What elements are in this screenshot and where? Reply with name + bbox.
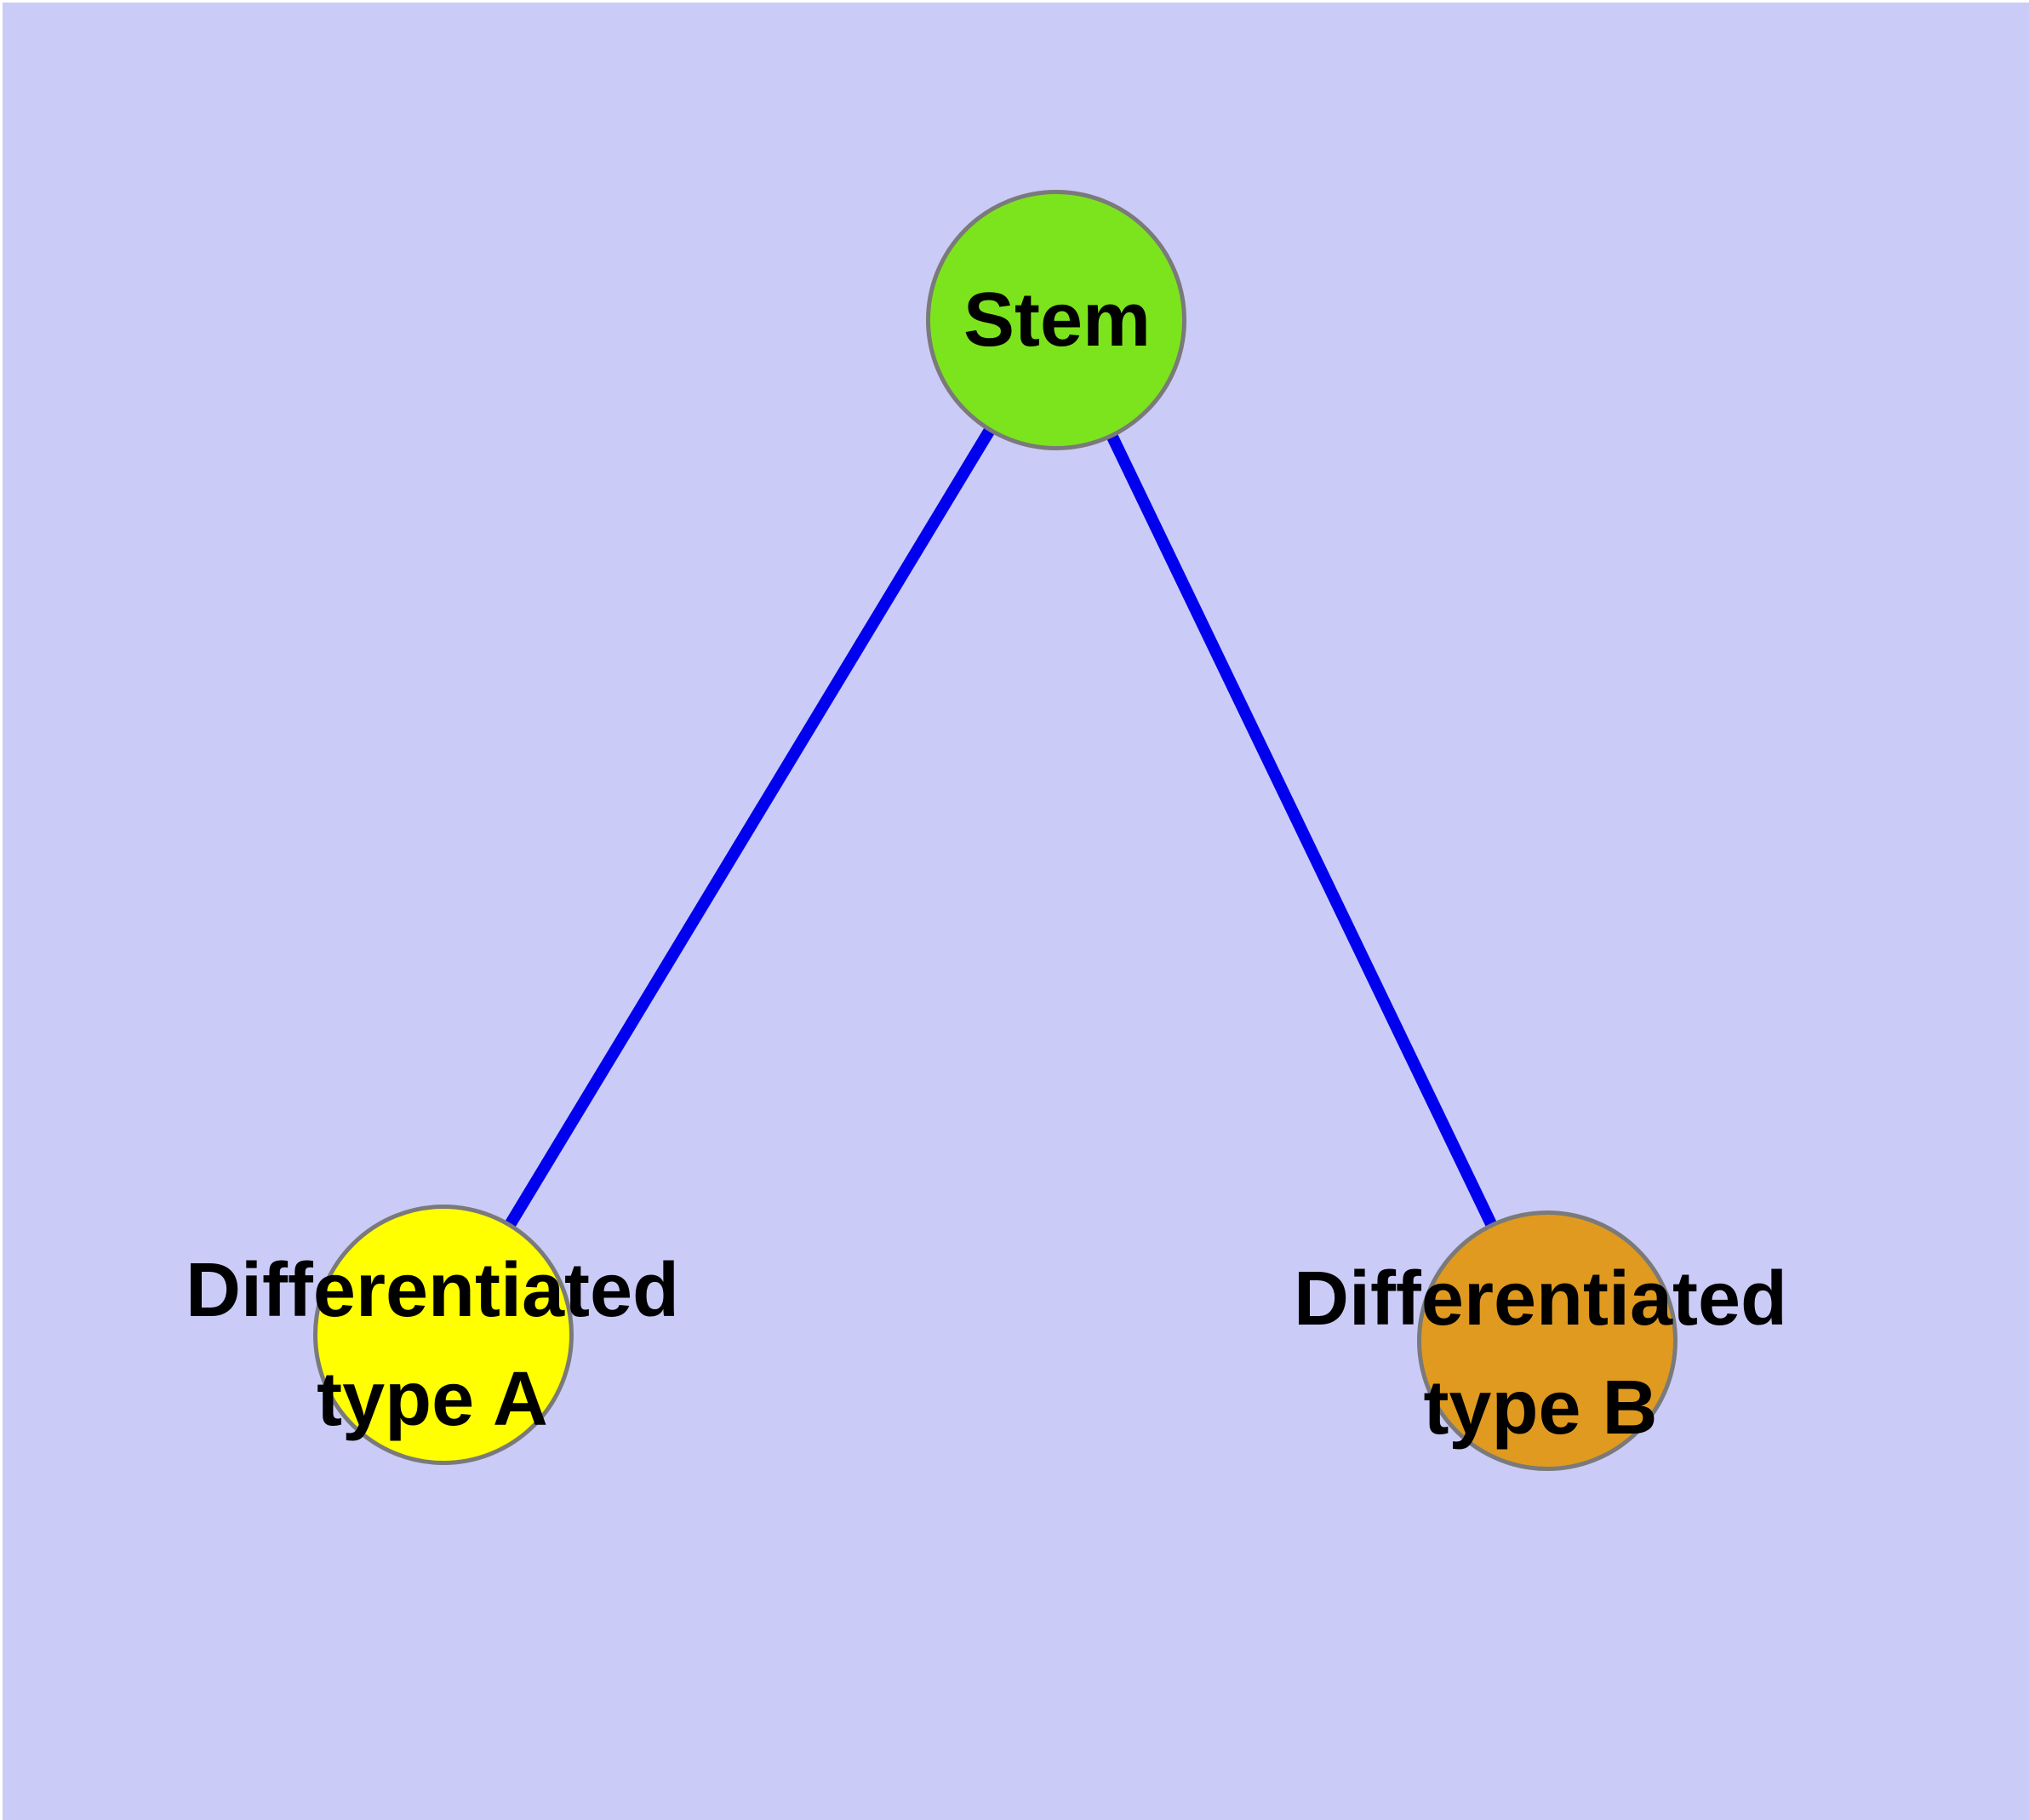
node-stem-label: Stem xyxy=(963,278,1152,363)
graph-canvas: Stem Differentiated type A Differentiate… xyxy=(3,3,2029,1820)
node-differentiated-type-b-label: Differentiated type B xyxy=(1293,1256,1788,1451)
node-differentiated-type-a[interactable] xyxy=(313,1205,574,1465)
node-stem[interactable] xyxy=(926,190,1186,450)
edges-layer xyxy=(438,317,1553,1344)
node-differentiated-type-b[interactable] xyxy=(1417,1210,1677,1471)
node-differentiated-type-a-label: Differentiated type A xyxy=(185,1248,680,1442)
edge-stem-to-type-a[interactable] xyxy=(438,317,1061,1338)
edge-stem-to-type-b[interactable] xyxy=(1050,317,1553,1344)
